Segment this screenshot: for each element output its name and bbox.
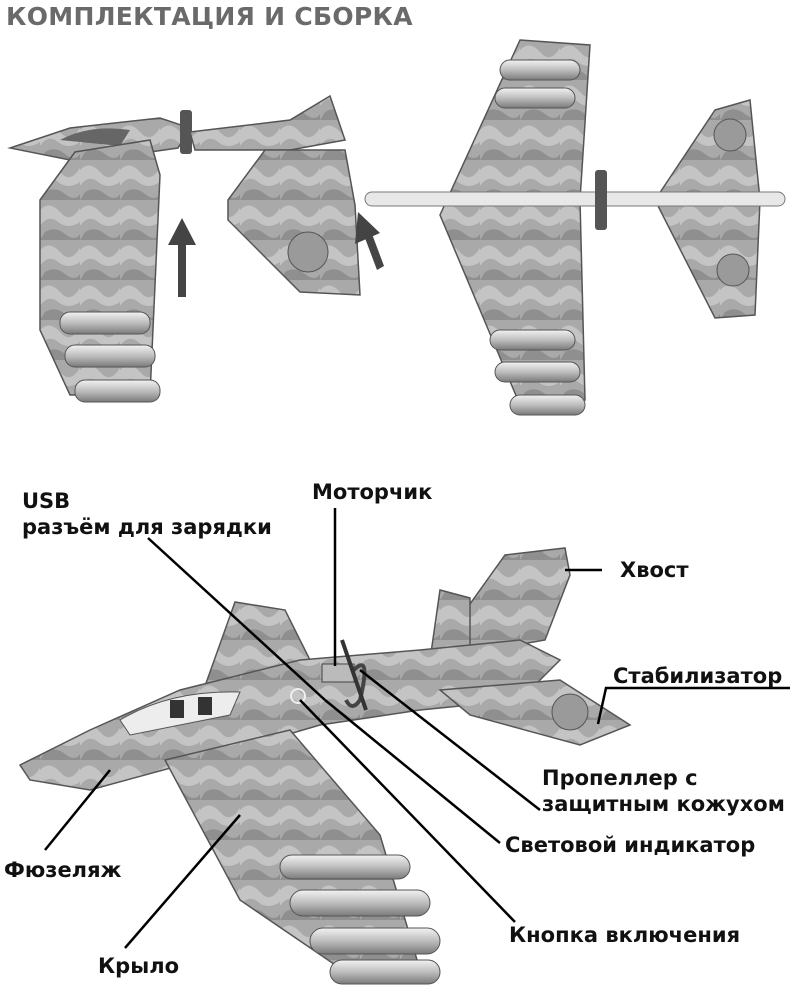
propeller-guard (344, 663, 367, 708)
rear-fuselage-part (189, 94, 346, 151)
page-title: КОМПЛЕКТАЦИЯ И СБОРКА (6, 2, 413, 31)
left-wing-pods (59, 311, 161, 403)
label-power-button: Кнопка включения (509, 923, 741, 947)
label-propeller-line2: защитным кожухом (542, 792, 785, 816)
leader-propeller (359, 669, 541, 811)
label-propeller-line1: Пропеллер с (542, 766, 698, 790)
leader-stabilizer (596, 686, 790, 725)
disassembled-plane (7, 94, 384, 403)
label-stabilizer: Стабилизатор (613, 664, 783, 688)
label-fuselage: Фюзеляж (4, 858, 122, 882)
leader-wing (124, 814, 241, 949)
label-wing: Крыло (98, 954, 179, 978)
label-tail: Хвост (620, 558, 689, 582)
leader-indicator (324, 699, 501, 844)
stabilizer (438, 679, 632, 746)
labelled-plane (18, 547, 632, 985)
main-wing (439, 39, 591, 406)
label-indicator: Световой индикатор (505, 833, 756, 857)
label-usb-line2: разъём для зарядки (22, 515, 272, 539)
power-button-mark (290, 688, 306, 704)
label-motor: Моторчик (312, 480, 433, 504)
leader-lines (44, 508, 790, 949)
right-wing-part (227, 149, 361, 296)
wing-pods (279, 854, 441, 985)
top-wing-pods (489, 59, 586, 416)
assembly-arrow-right (355, 212, 384, 270)
label-usb-line1: USB (22, 489, 71, 513)
leader-fuselage (44, 769, 111, 851)
leader-usb (147, 537, 326, 701)
assembled-plane-top-view (364, 39, 786, 416)
fuselage (18, 639, 562, 791)
leader-power-button (299, 699, 516, 923)
assembly-arrow-left (168, 218, 196, 297)
